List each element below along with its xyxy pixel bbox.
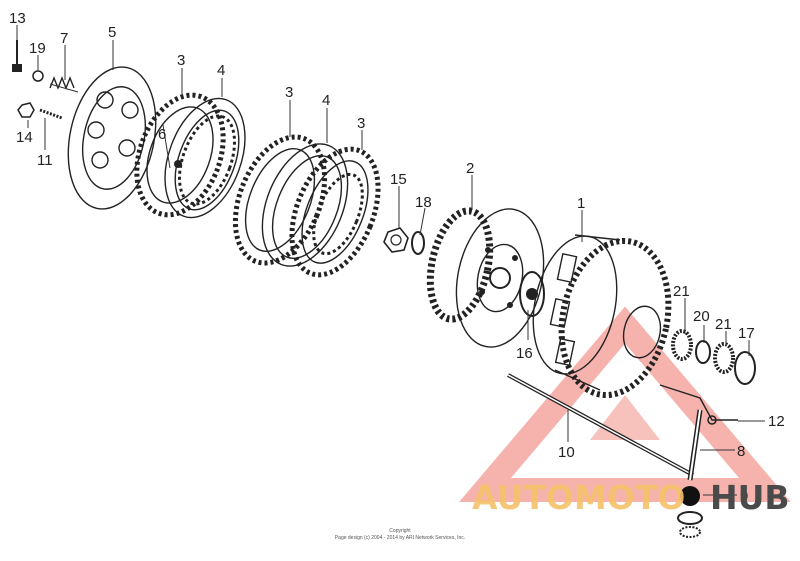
callout-label: 4 [322,92,330,109]
bolt-part-13 [12,40,22,72]
callout-label: 14 [16,129,33,146]
callout-label: 18 [415,194,432,211]
callout-label: 3 [357,115,365,132]
pressure-plate-part-5 [67,66,157,210]
callout-label: 1 [577,195,585,212]
locknut-part-15 [383,227,409,253]
callout-numbers: 13 19 7 5 3 4 3 4 3 14 11 6 15 18 2 1 21… [9,10,785,505]
callout-label: 8 [737,443,745,460]
callout-label: 5 [108,24,116,41]
lifter-shaft-part-8 [687,409,703,481]
callout-label: 20 [693,308,710,325]
stud-part-11 [39,108,63,120]
washer-part-18 [411,231,425,255]
nut-part-14 [17,102,35,118]
oil-seal-part-9 [677,486,703,538]
friction-disc-part-3-c [289,146,381,278]
clutch-center-part-2 [426,207,545,348]
steel-plate-part-4-a [164,97,246,219]
callout-label: 6 [158,126,166,143]
callout-label: 7 [60,30,68,47]
friction-disc-part-3-a [134,92,226,218]
lifter-rod-part-10 [507,373,694,477]
callout-label: 16 [516,345,533,362]
callout-label: 9 [740,488,748,505]
callout-label: 10 [558,444,575,461]
callout-label: 2 [466,160,474,177]
needle-bearing-part-21-b [713,342,735,374]
lifter-lever-part-12 [659,384,738,425]
leader-lines [16,25,765,496]
callout-label: 3 [285,84,293,101]
clutch-outer-part-1 [532,234,672,399]
thrust-washer-part-17 [734,351,756,385]
callout-label: 12 [768,413,785,430]
callout-label: 17 [738,325,755,342]
clutch-spring-part-7 [49,76,79,93]
callout-label: 11 [37,152,53,169]
callout-label: 4 [217,62,225,79]
thrust-washer-part-16 [519,271,545,317]
watermark-text-hub: HUB [710,478,790,517]
needle-bearing-part-21-a [671,329,693,361]
collar-part-20 [695,340,711,364]
callout-label: 19 [29,40,46,57]
watermark-wordmark: AUTOMOTO HUB [472,478,790,517]
callout-label: 13 [9,10,26,27]
copyright-title: Copyright [389,528,411,534]
callout-label: 21 [673,283,690,300]
copyright-footer: Copyright Page design (c) 2004 - 2014 by… [335,528,465,541]
washer-part-19 [32,70,44,82]
steel-plate-part-4-b [261,143,349,267]
callout-label: 3 [177,52,185,69]
watermark-text-automoto: AUTOMOTO [472,478,685,517]
callout-label: 15 [390,171,407,188]
callout-label: 21 [715,316,732,333]
copyright-notice: Page design (c) 2004 - 2014 by ARI Netwo… [335,535,465,541]
